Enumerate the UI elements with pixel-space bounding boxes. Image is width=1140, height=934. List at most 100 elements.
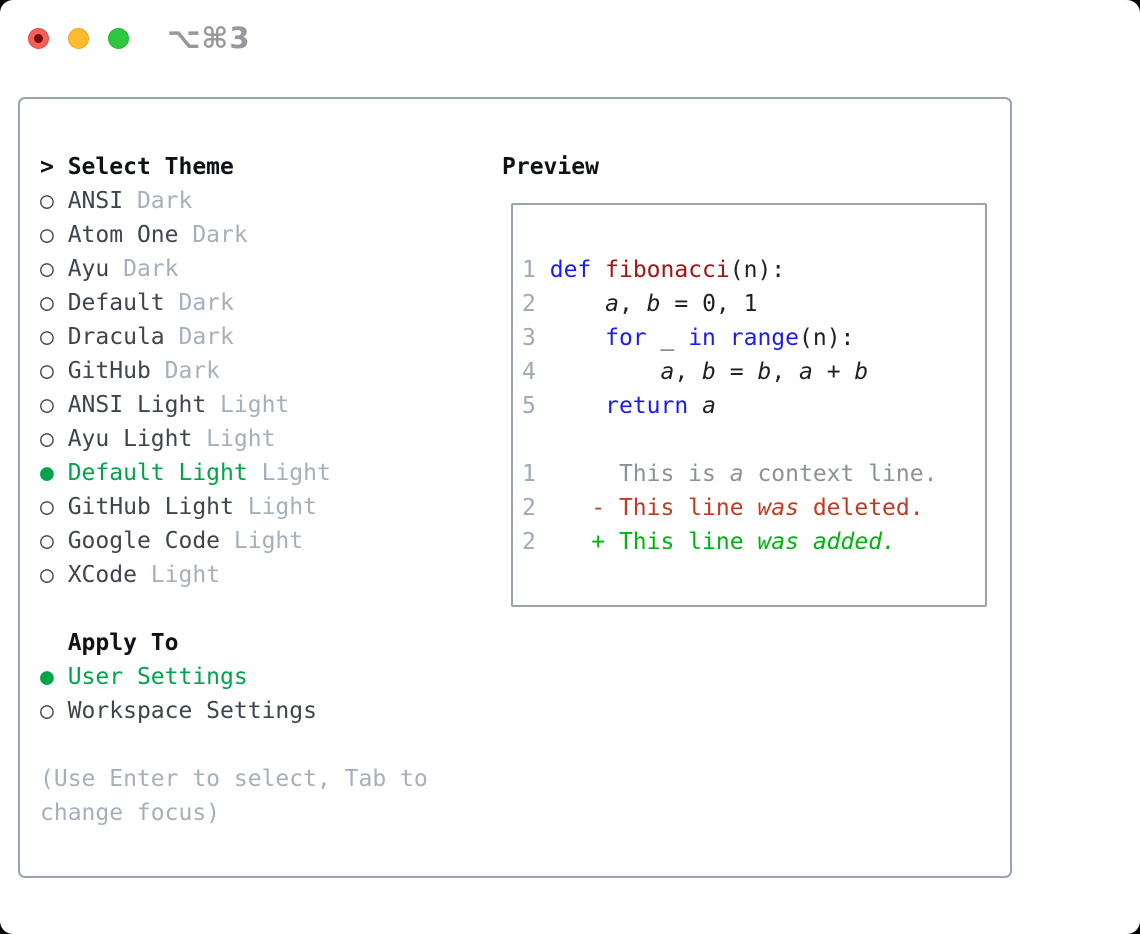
code-token: b xyxy=(757,359,772,385)
code-token: , xyxy=(771,359,800,385)
code-token: fibonacci xyxy=(605,257,730,283)
code-token: , xyxy=(618,291,647,317)
theme-option-github-light[interactable]: ○ GitHub Light Light xyxy=(40,490,428,524)
theme-option-ansi-light[interactable]: ○ ANSI Light Light xyxy=(40,388,428,422)
code-token: was xyxy=(757,495,799,521)
help-text: change focus) xyxy=(40,800,221,826)
apply-to-header: Apply To xyxy=(40,626,428,660)
apply-to-header-label: Apply To xyxy=(40,630,179,656)
theme-variant-badge: Dark xyxy=(178,222,248,248)
line-number: 3 xyxy=(522,325,536,351)
theme-variant-badge: Light xyxy=(192,426,276,452)
radio-off-icon: ○ xyxy=(40,392,68,418)
radio-off-icon: ○ xyxy=(40,290,68,316)
theme-option-default-light[interactable]: ● Default Light Light xyxy=(40,456,428,490)
code-line: 2 a, b = 0, 1 xyxy=(522,287,985,321)
theme-variant-badge: Dark xyxy=(164,290,234,316)
code-token: deleted. xyxy=(798,495,924,521)
window-shortcut-label: ⌥⌘3 xyxy=(167,21,251,55)
code-token xyxy=(716,325,730,351)
radio-off-icon: ○ xyxy=(40,222,68,248)
theme-variant-badge: Light xyxy=(233,494,317,520)
theme-variant-badge: Dark xyxy=(123,188,193,214)
radio-off-icon: ○ xyxy=(40,256,68,282)
code-line: 5 return a xyxy=(522,389,985,423)
code-token: (n): xyxy=(729,257,786,283)
code-token: - This line xyxy=(535,495,758,521)
close-button[interactable] xyxy=(28,28,49,49)
code-token: def xyxy=(549,257,592,283)
code-token xyxy=(536,359,661,385)
theme-option-ayu[interactable]: ○ Ayu Dark xyxy=(40,252,428,286)
radio-off-icon: ○ xyxy=(40,698,68,724)
code-token: context line. xyxy=(743,461,938,487)
line-number: 1 xyxy=(522,257,536,283)
theme-variant-badge: Light xyxy=(206,392,290,418)
code-token: b xyxy=(854,359,869,385)
preview-title: Preview xyxy=(502,154,599,180)
line-number: 2 xyxy=(522,529,536,555)
code-token xyxy=(536,257,550,283)
apply-to-label: User Settings xyxy=(67,664,248,690)
theme-list-header-label: Select Theme xyxy=(67,154,234,180)
theme-option-dracula[interactable]: ○ Dracula Dark xyxy=(40,320,428,354)
theme-name: Dracula xyxy=(67,324,165,350)
apply-to-option-workspace-settings[interactable]: ○ Workspace Settings xyxy=(40,694,428,728)
code-token xyxy=(688,393,702,419)
code-token: b xyxy=(646,291,661,317)
line-number: 2 xyxy=(522,291,536,317)
code-token: a xyxy=(702,393,716,419)
close-modified-dot-icon xyxy=(34,34,43,43)
theme-variant-badge: Light xyxy=(247,460,331,486)
code-token: b xyxy=(702,359,716,385)
help-text: (Use Enter to select, Tab to xyxy=(40,766,428,792)
theme-variant-badge: Light xyxy=(136,562,221,588)
code-token: in xyxy=(688,325,716,351)
code-token: for xyxy=(605,325,647,351)
theme-variant-badge: Dark xyxy=(109,256,179,282)
code-token xyxy=(536,291,605,317)
code-token: + xyxy=(812,359,855,385)
code-token: a xyxy=(660,359,675,385)
theme-option-google-code[interactable]: ○ Google Code Light xyxy=(40,524,428,558)
apply-to-option-user-settings[interactable]: ● User Settings xyxy=(40,660,428,694)
minimize-button[interactable] xyxy=(68,28,89,49)
theme-variant-badge: Dark xyxy=(164,324,234,350)
theme-option-ansi[interactable]: ○ ANSI Dark xyxy=(40,184,428,218)
theme-name: Google Code xyxy=(67,528,221,554)
radio-on-icon: ● xyxy=(40,664,68,690)
theme-name: Atom One xyxy=(67,222,179,248)
theme-option-github[interactable]: ○ GitHub Dark xyxy=(40,354,428,388)
code-token: added. xyxy=(812,529,896,555)
code-token: return xyxy=(605,393,689,419)
code-line: 4 a, b = b, a + b xyxy=(522,355,985,389)
line-number: 1 xyxy=(522,461,536,487)
theme-option-xcode[interactable]: ○ XCode Light xyxy=(40,558,428,592)
radio-off-icon: ○ xyxy=(40,188,68,214)
code-line: 1 def fibonacci(n): xyxy=(522,253,985,287)
diff-line: 2 - This line was deleted. xyxy=(522,491,985,525)
code-token: a xyxy=(799,359,813,385)
diff-preview: 1 This is a context line.2 - This line w… xyxy=(522,457,985,559)
code-token: (n): xyxy=(799,325,855,351)
line-number: 2 xyxy=(522,495,536,521)
theme-name: Default xyxy=(67,290,165,316)
theme-option-atom-one[interactable]: ○ Atom One Dark xyxy=(40,218,428,252)
code-token: = xyxy=(715,359,758,385)
zoom-button[interactable] xyxy=(108,28,129,49)
code-token: , xyxy=(674,359,703,385)
radio-off-icon: ○ xyxy=(40,324,68,350)
theme-name: GitHub Light xyxy=(67,494,234,520)
theme-name: Default Light xyxy=(67,460,248,486)
theme-name: Ayu xyxy=(67,256,110,282)
theme-name: GitHub xyxy=(67,358,151,384)
code-token xyxy=(591,257,605,283)
theme-option-default[interactable]: ○ Default Dark xyxy=(40,286,428,320)
theme-selector-panel: > Select Theme○ ANSI Dark○ Atom One Dark… xyxy=(18,97,1012,878)
line-number: 4 xyxy=(522,359,536,385)
code-token: This is xyxy=(535,461,730,487)
theme-option-ayu-light[interactable]: ○ Ayu Light Light xyxy=(40,422,428,456)
